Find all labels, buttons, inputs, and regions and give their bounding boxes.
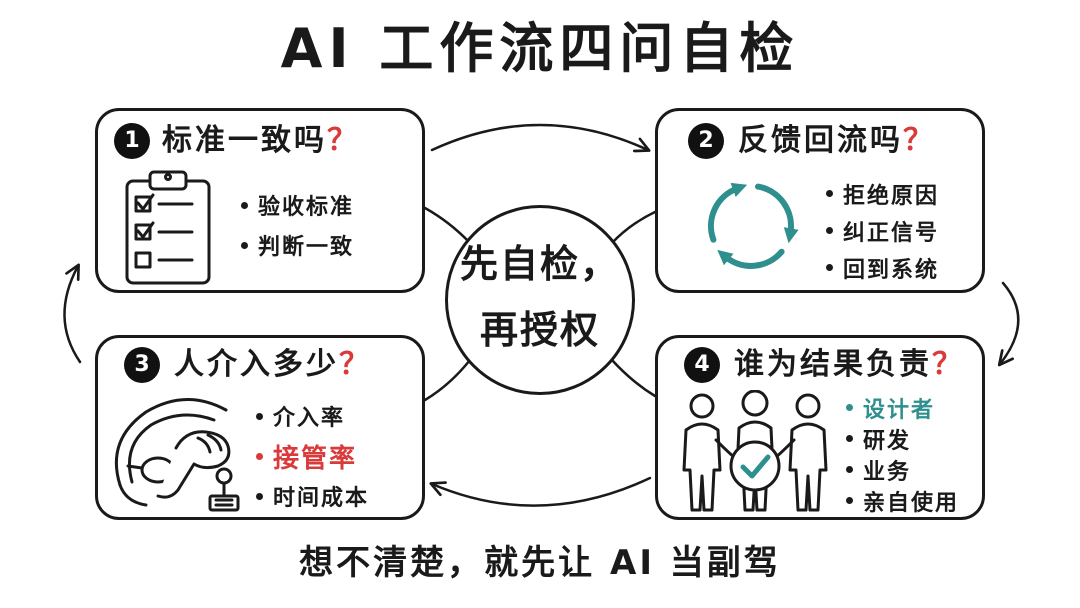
bullet-list: 介入率 接管率 时间成本 [256, 396, 369, 516]
list-item: 研发 [846, 423, 959, 454]
question-text: 反馈回流吗 [738, 123, 903, 158]
team-approval-icon [682, 390, 828, 512]
center-hub-circle: 先自检， 再授权 [445, 205, 635, 395]
step-number-badge: 1 [114, 123, 150, 159]
bullet-list: 设计者 研发 业务 亲自使用 [846, 392, 959, 516]
cycle-arrows-icon [708, 182, 799, 269]
list-item: 业务 [846, 454, 959, 485]
list-item: 验收标准 [241, 185, 354, 225]
step-number-badge: 2 [688, 123, 724, 159]
list-item: 介入率 [256, 396, 369, 436]
question-mark: ？ [932, 347, 965, 382]
step-number-badge: 3 [124, 347, 160, 383]
list-item: 时间成本 [256, 476, 369, 516]
list-item: 回到系统 [826, 249, 939, 286]
question-mark: ？ [327, 123, 360, 158]
center-line-2: 再授权 [479, 308, 600, 352]
question-card-feedback: 2 反馈回流吗？ 拒绝原因 纠正信号 回到系统 [655, 108, 985, 293]
center-line-1: 先自检， [459, 242, 620, 286]
question-card-standards: 1 标准一致吗？ 验收标准 判断一致 [95, 108, 425, 293]
question-text: 标准一致吗 [162, 123, 327, 158]
question-text: 人介入多少 [174, 347, 339, 382]
flow-arrow-right [997, 281, 1020, 367]
card-question: 标准一致吗？ [162, 121, 360, 161]
list-item-highlight: 接管率 [256, 436, 369, 476]
connector-card-4 [610, 358, 657, 398]
question-card-accountability: 4 谁为结果负责？ 设计者 研发 业务 亲自使用 [655, 335, 985, 520]
question-mark: ？ [339, 347, 372, 382]
question-mark: ？ [903, 123, 936, 158]
list-item: 拒绝原因 [826, 175, 939, 212]
question-card-intervention: 3 人介入多少？ 介入率 接管率 时间成本 [95, 335, 425, 520]
bullet-list: 拒绝原因 纠正信号 回到系统 [826, 175, 939, 286]
flow-arrow-left [63, 263, 82, 364]
list-item: 亲自使用 [846, 485, 959, 516]
flow-arrow-bottom [429, 476, 652, 507]
card-question: 反馈回流吗？ [738, 121, 936, 161]
clipboard-checklist-icon [125, 170, 211, 285]
card-question: 谁为结果负责？ [734, 345, 965, 385]
flow-arrow-top [430, 123, 651, 153]
question-text: 谁为结果负责 [734, 347, 932, 382]
list-item-highlight: 设计者 [846, 392, 959, 423]
list-item: 纠正信号 [826, 212, 939, 249]
step-number-badge: 4 [684, 347, 720, 383]
connector-card-1 [423, 206, 472, 245]
steering-wheel-hand-icon [114, 398, 240, 512]
bullet-list: 验收标准 判断一致 [241, 185, 354, 265]
connector-card-3 [423, 358, 472, 402]
connector-card-2 [610, 210, 657, 245]
footer-caption: 想不清楚，就先让 AI 当副驾 [299, 543, 781, 583]
card-question: 人介入多少？ [174, 345, 372, 385]
list-item: 判断一致 [241, 225, 354, 265]
page-title: AI 工作流四问自检 [280, 17, 800, 80]
